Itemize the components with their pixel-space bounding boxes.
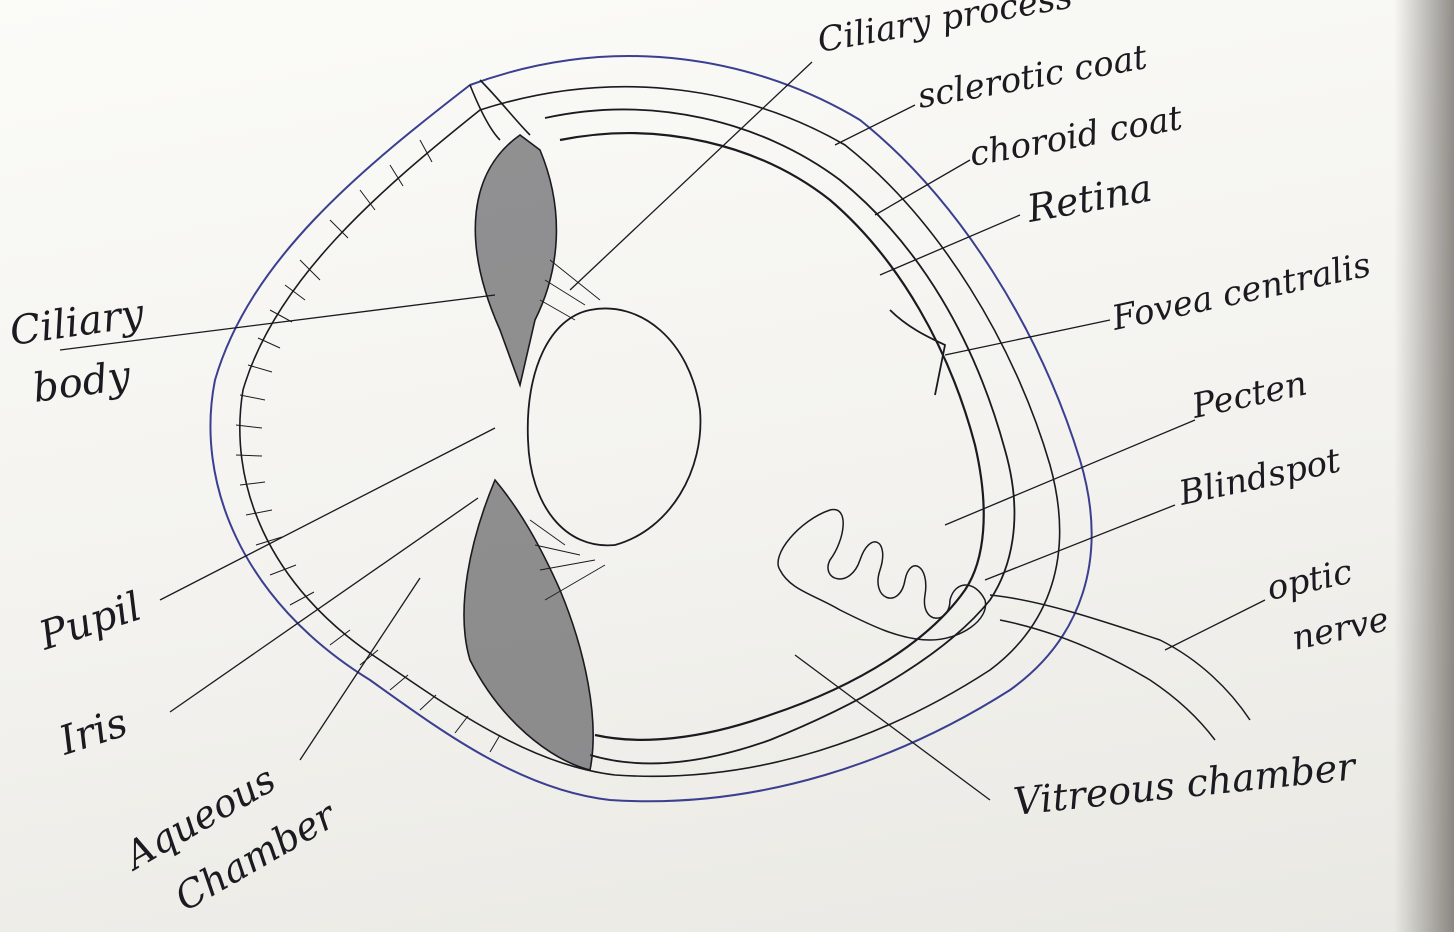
- label-optic-nerve-1: optic: [1264, 552, 1356, 609]
- label-fovea-centralis: Fovea centralis: [1108, 245, 1375, 339]
- label-ciliary-process: Ciliary process: [815, 0, 1076, 61]
- optic-nerve-shape: [990, 595, 1250, 740]
- label-vitreous-chamber: Vitreous chamber: [1011, 744, 1360, 824]
- pecten-shape: [778, 510, 986, 640]
- label-iris: Iris: [53, 700, 133, 765]
- choroid-coat-outline: [545, 110, 1014, 764]
- leader-lines: [60, 62, 1265, 800]
- label-choroid-coat: choroid coat: [967, 98, 1186, 175]
- leader-iris: [170, 498, 478, 712]
- leader-vitreous-chamber: [795, 655, 990, 800]
- suspensory-ligaments: [530, 260, 605, 600]
- label-ciliary-body-1: Ciliary: [7, 290, 148, 354]
- leader-optic-nerve: [1165, 600, 1265, 650]
- leader-pupil: [160, 428, 495, 600]
- sclerotic-coat-inner-outline: [240, 87, 1060, 777]
- leader-fovea-centralis: [945, 320, 1110, 355]
- label-blind-spot: Blindspot: [1175, 441, 1345, 514]
- label-retina: Retina: [1023, 166, 1155, 231]
- label-ciliary-body-2: body: [30, 353, 135, 412]
- leader-choroid-coat: [875, 160, 970, 215]
- label-optic-nerve-2: nerve: [1289, 599, 1393, 658]
- label-pupil: Pupil: [33, 584, 147, 660]
- label-pecten: Pecten: [1188, 364, 1311, 427]
- label-sclerotic-coat: sclerotic coat: [915, 37, 1151, 117]
- retina-outline: [560, 133, 984, 740]
- leader-sclerotic-coat: [835, 105, 915, 145]
- lens-outline: [528, 308, 701, 545]
- leader-retina: [880, 215, 1020, 275]
- leader-aqueous-chamber: [300, 578, 420, 760]
- leader-pecten: [945, 420, 1195, 525]
- fovea-notch: [890, 310, 945, 395]
- leader-blind-spot: [985, 505, 1175, 580]
- leader-ciliary-process: [570, 62, 812, 290]
